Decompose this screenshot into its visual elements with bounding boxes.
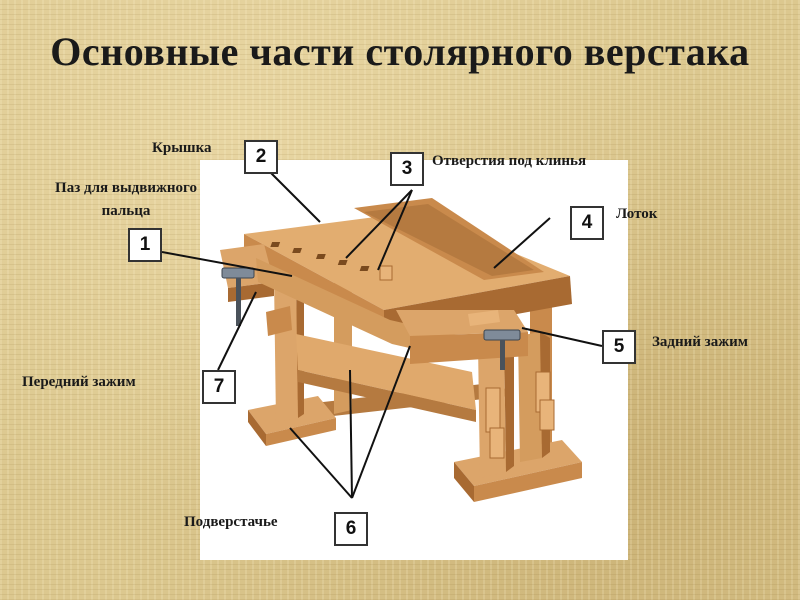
label-wedge-holes: Отверстия под клинья — [432, 153, 587, 169]
label-slot-line2: пальца — [101, 203, 151, 219]
workbench-drawing — [220, 198, 582, 502]
label-tray: Лоток — [616, 206, 658, 222]
label-rear-clamp: Задний зажим — [652, 334, 748, 350]
callout-6: 6 — [334, 512, 368, 546]
callout-1: 1 — [128, 228, 162, 262]
label-lid: Крышка — [152, 140, 212, 156]
label-front-clamp: Передний зажим — [22, 374, 136, 390]
callout-4: 4 — [570, 206, 604, 240]
label-underframe: Подверстачье — [184, 514, 278, 530]
callout-2: 2 — [244, 140, 278, 174]
callout-7: 7 — [202, 370, 236, 404]
workbench-illustration — [200, 160, 628, 560]
callout-3: 3 — [390, 152, 424, 186]
label-slot-line1: Паз для выдвижного — [55, 180, 197, 196]
slide-title: Основные части столярного верстака — [50, 29, 750, 74]
callout-5: 5 — [602, 330, 636, 364]
